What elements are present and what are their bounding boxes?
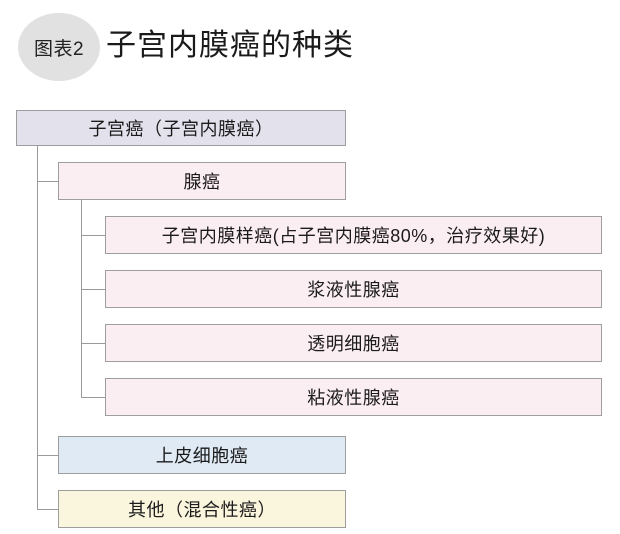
classification-tree: 子宫癌（子宫内膜癌） 腺癌 子宫内膜样癌(占子宫内膜癌80%，治疗效果好) 浆液… [0, 96, 620, 534]
connector-branch-adenocarcinoma [37, 181, 58, 182]
tree-node-serous-adenocarcinoma: 浆液性腺癌 [105, 270, 602, 308]
connector-branch-sub-2 [81, 343, 105, 344]
tree-node-other-mixed-carcinoma: 其他（混合性癌） [58, 490, 346, 528]
connector-branch-other [37, 509, 58, 510]
tree-node-mucinous-adenocarcinoma: 粘液性腺癌 [105, 378, 602, 416]
connector-branch-sub-3 [81, 397, 105, 398]
header: 图表2 子宫内膜癌的种类 [0, 0, 620, 96]
connector-branch-sub-0 [81, 235, 105, 236]
connector-branch-sub-1 [81, 289, 105, 290]
tree-node-epithelial-carcinoma: 上皮细胞癌 [58, 436, 346, 474]
connector-branch-epithelial [37, 455, 58, 456]
tree-node-endometrioid-carcinoma: 子宫内膜样癌(占子宫内膜癌80%，治疗效果好) [105, 216, 602, 254]
connector-trunk-main [37, 146, 38, 509]
connector-trunk-adenocarcinoma [81, 200, 82, 397]
tree-node-root: 子宫癌（子宫内膜癌） [16, 110, 346, 146]
page-title: 子宫内膜癌的种类 [106, 29, 354, 62]
tree-node-adenocarcinoma: 腺癌 [58, 162, 346, 200]
figure-badge-circle [18, 13, 100, 81]
figure-badge-label: 图表2 [33, 38, 85, 60]
tree-node-clear-cell-carcinoma: 透明细胞癌 [105, 324, 602, 362]
